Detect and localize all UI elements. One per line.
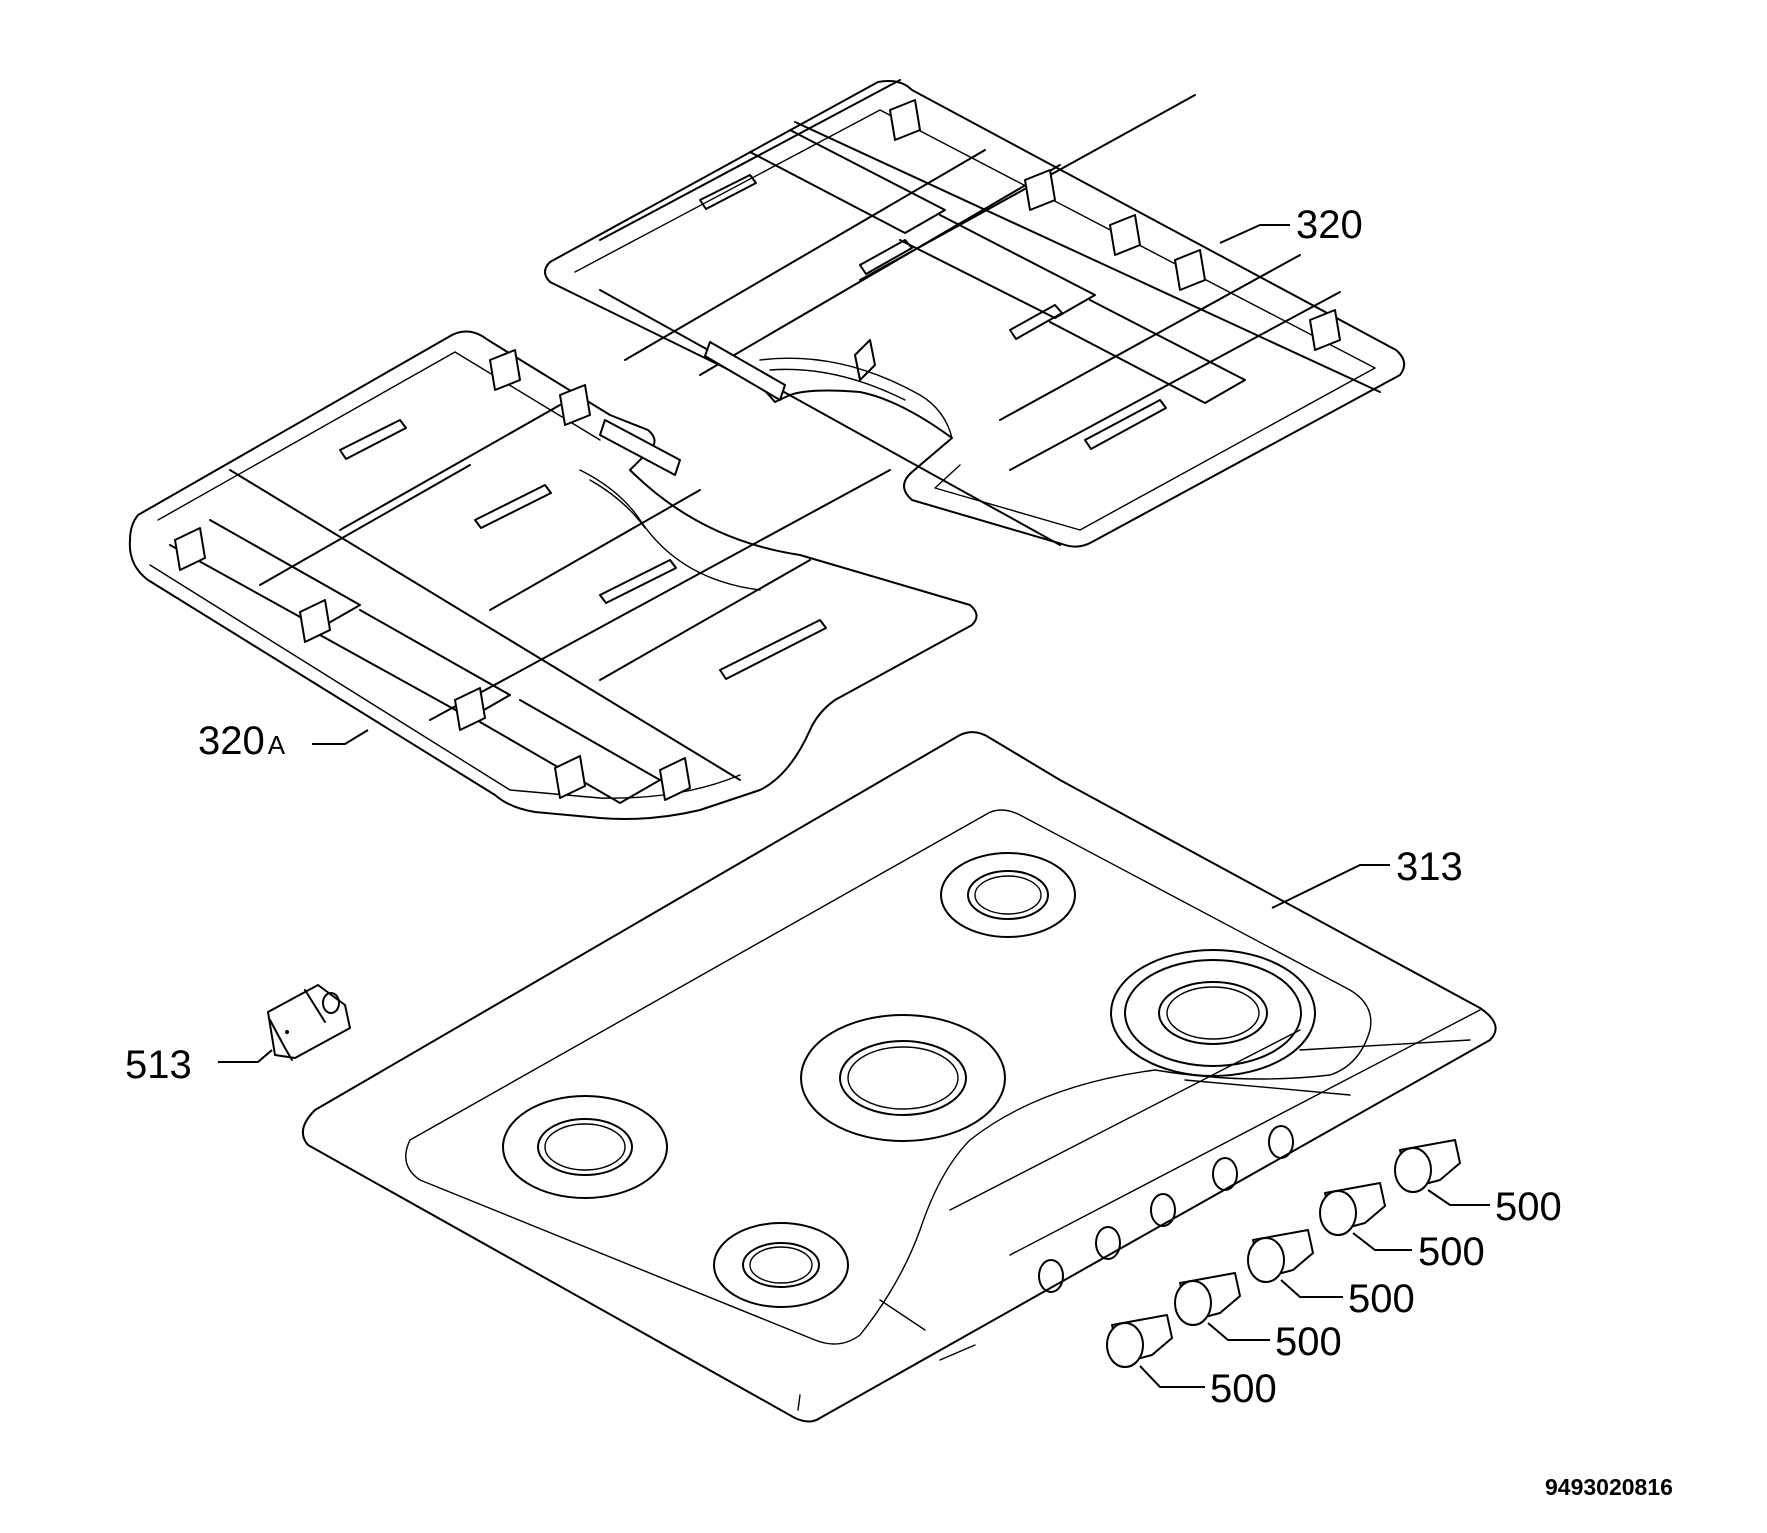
callout-320a-suffix: A (268, 730, 286, 760)
leader-320a (312, 729, 369, 745)
burner-left-medium (502, 1095, 668, 1199)
leader-500-1 (1427, 1189, 1490, 1206)
callout-500-1: 500 (1495, 1185, 1562, 1229)
callout-320a-number: 320 (198, 719, 265, 763)
knob-500-5 (1106, 1314, 1173, 1368)
pan-support-320 (544, 79, 1406, 548)
burner-right-large (1110, 949, 1316, 1077)
leader-320 (1219, 224, 1290, 244)
callout-500-3: 500 (1348, 1277, 1415, 1321)
burner-front-small (713, 1222, 849, 1308)
knob-500-1 (1394, 1139, 1461, 1193)
burner-back-small (940, 852, 1076, 938)
hob-top-313 (301, 731, 1497, 1423)
leader-313 (1271, 864, 1390, 909)
callout-500-4: 500 (1275, 1320, 1342, 1364)
pan-support-320a (128, 330, 978, 820)
leader-500-5 (1139, 1365, 1205, 1388)
callout-500-5: 500 (1210, 1367, 1277, 1411)
leader-513 (218, 1049, 273, 1063)
callout-313: 313 (1396, 845, 1463, 889)
knob-500-2 (1319, 1182, 1386, 1236)
document-number: 9493020816 (1545, 1474, 1673, 1500)
callout-500-2: 500 (1418, 1230, 1485, 1274)
knob-500-3 (1247, 1229, 1314, 1283)
burner-center-large (800, 1014, 1006, 1142)
leader-500-2 (1352, 1232, 1412, 1251)
leader-500-3 (1280, 1279, 1343, 1298)
leader-500-4 (1207, 1322, 1270, 1341)
knob-500-4 (1174, 1272, 1241, 1326)
callout-513: 513 (125, 1043, 192, 1087)
clip-513 (267, 984, 351, 1061)
callout-320: 320 (1296, 203, 1363, 247)
